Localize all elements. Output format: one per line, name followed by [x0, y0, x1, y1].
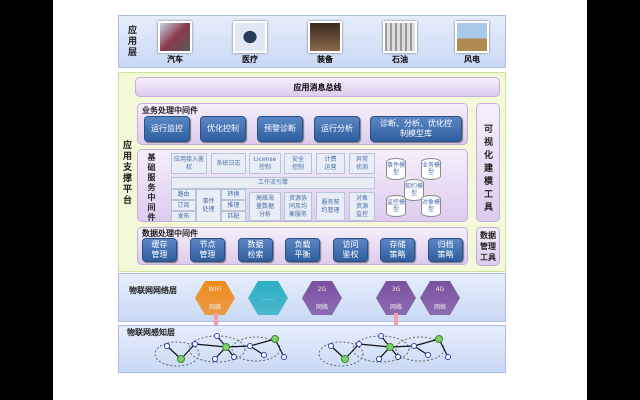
sensing-layer: 物联网感知层	[118, 325, 506, 373]
sensor-node	[214, 333, 220, 339]
transform-cell: 转换	[221, 189, 246, 200]
basic-cell: License控制	[249, 153, 281, 174]
basic-cell: 资源协同及均衡服务	[284, 192, 312, 221]
basic-cell: 高维海量数据分析	[249, 192, 281, 221]
route-cell: 发布	[171, 211, 196, 222]
sensor-node	[376, 356, 382, 362]
app-item-car: 汽车	[155, 21, 195, 65]
message-bus: 应用消息总线	[135, 77, 500, 97]
application-layer: 应用层 汽车 医疗 装备 石油 风电	[118, 15, 506, 68]
app-item-equipment: 装备	[305, 21, 345, 65]
event-model: 事件模型	[386, 158, 406, 180]
data-item[interactable]: 访问鉴权	[333, 238, 368, 262]
cluster-ellipse	[154, 341, 200, 367]
transform-cell: 推理	[221, 200, 246, 211]
gateway-node	[386, 343, 394, 351]
contract-model: 契约模型	[404, 179, 424, 201]
car-image	[158, 21, 192, 53]
cluster-ellipse	[188, 335, 246, 363]
support-platform-label: 应用支撑平台	[122, 141, 132, 206]
cluster-ellipse	[318, 341, 364, 367]
business-item[interactable]: 预警诊断	[257, 116, 303, 142]
net-link	[413, 338, 440, 347]
sensor-node	[192, 341, 198, 347]
net-link	[358, 343, 391, 348]
basic-cell: 安全控制	[284, 153, 312, 174]
wifi-link	[214, 313, 218, 329]
basic-cell: 异常侦测	[349, 153, 375, 174]
sensor-node	[212, 356, 218, 362]
wind-image	[455, 21, 489, 53]
oil-image	[383, 21, 417, 53]
sensor-node	[231, 354, 237, 360]
sensor-node	[328, 343, 334, 349]
data-management-tool: 数据管理工具	[476, 227, 500, 266]
app-item-oil: 石油	[380, 21, 420, 65]
data-item[interactable]: 存储策略	[380, 238, 415, 262]
workflow-engine: 工作流引擎	[171, 177, 375, 189]
business-model: 业务模型	[421, 158, 441, 180]
basic-cell: 应用接入鉴权	[171, 153, 207, 174]
event-processing: 事件处理	[196, 189, 221, 222]
sensor-node	[356, 341, 362, 347]
medical-image	[233, 21, 267, 53]
sensor-node	[445, 354, 451, 360]
application-layer-label: 应用层	[127, 26, 137, 58]
data-item[interactable]: 负载平衡	[285, 238, 320, 262]
sensor-node	[395, 354, 401, 360]
route-cell: 订阅	[171, 200, 196, 211]
business-item[interactable]: 运行监控	[144, 116, 190, 142]
basic-cell: 系统日志	[211, 153, 246, 174]
net-link	[249, 338, 276, 347]
visual-modeling-tool: 可视化建模工具	[476, 103, 500, 222]
gateway-node	[435, 335, 443, 343]
net-link	[389, 345, 415, 348]
data-item[interactable]: 归档策略	[428, 238, 463, 262]
net-link	[225, 345, 251, 348]
net-link	[194, 343, 227, 348]
equipment-image	[308, 21, 342, 53]
route-cell: 路由	[171, 189, 196, 200]
business-item[interactable]: 诊断、分析、优化控制模型库	[370, 116, 462, 142]
basic-cell: 对象资源监控	[349, 192, 375, 221]
data-item[interactable]: 节点管理	[190, 238, 225, 262]
basic-cell: 计费运营	[316, 153, 345, 174]
sensor-node	[378, 333, 384, 339]
business-item[interactable]: 优化控制	[200, 116, 246, 142]
sensor-node	[411, 343, 417, 349]
app-item-medical: 医疗	[230, 21, 270, 65]
sensor-node	[425, 352, 431, 358]
data-item[interactable]: 缓存管理	[142, 238, 177, 262]
basic-cell: 服务契约管理	[316, 192, 345, 221]
object-model: 对象模型	[421, 195, 441, 217]
sensor-node	[164, 343, 170, 349]
gateway-node	[271, 335, 279, 343]
cluster-ellipse	[352, 335, 410, 363]
sensor-node	[281, 354, 287, 360]
transform-cell: 匹配	[221, 211, 246, 222]
sensor-node	[261, 352, 267, 358]
gateway-node	[341, 355, 349, 363]
data-item[interactable]: 数据检索	[238, 238, 273, 262]
gateway-node	[222, 343, 230, 351]
sensor-network-diagram	[154, 333, 451, 367]
app-item-wind: 风电	[452, 21, 492, 65]
sensor-node	[247, 343, 253, 349]
business-item[interactable]: 运行分析	[314, 116, 360, 142]
3g-link	[394, 313, 398, 329]
gateway-node	[177, 355, 185, 363]
monitor-model: 监控模型	[386, 195, 406, 217]
